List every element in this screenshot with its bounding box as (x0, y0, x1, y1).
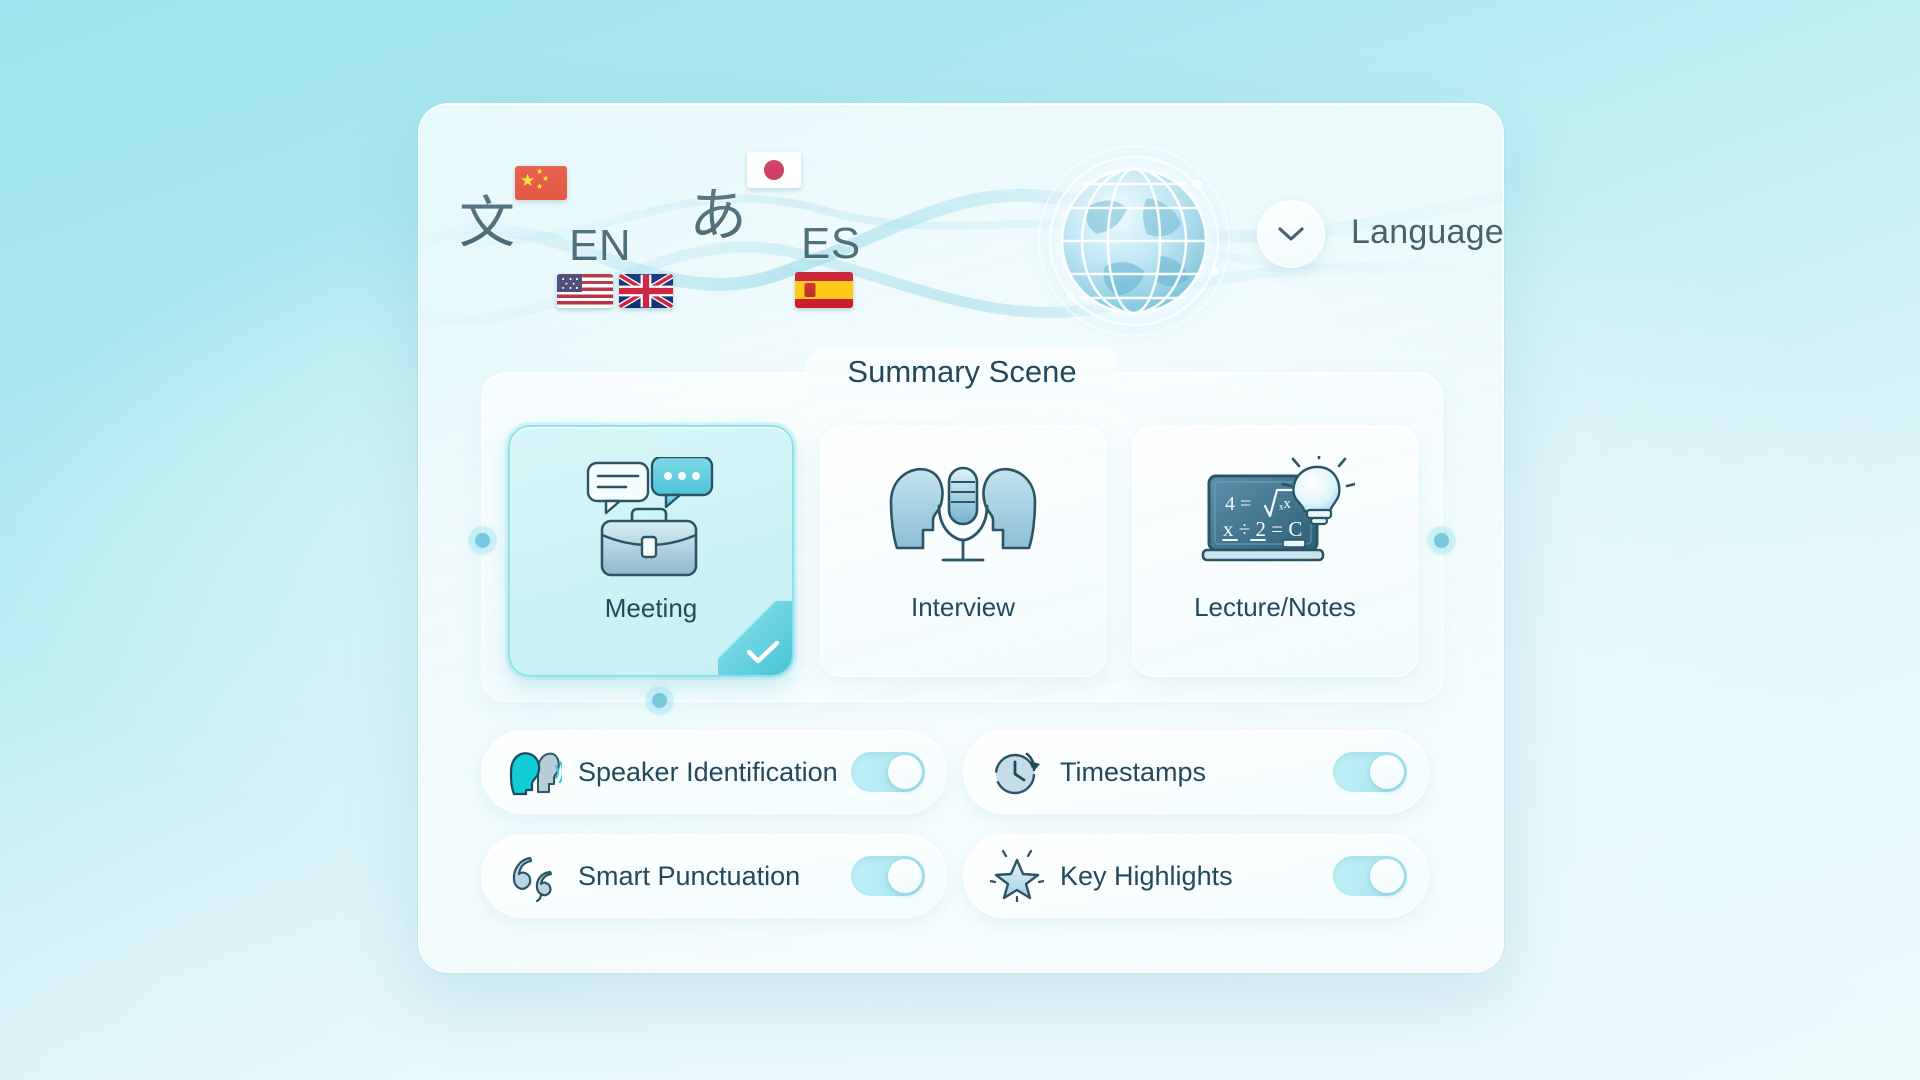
summary-scene-title: Summary Scene (847, 354, 1077, 389)
flag-united-kingdom (619, 274, 673, 308)
option-label: Smart Punctuation (578, 860, 801, 891)
language-token-chinese: 文 (459, 196, 515, 252)
language-token-japanese: あ (689, 186, 747, 244)
star-glyph: ★ (536, 182, 544, 191)
toggle-knob (888, 859, 922, 893)
language-glyph-japanese: あ (689, 181, 748, 249)
language-token-spanish: ES (801, 222, 861, 266)
svg-text:ₓx: ₓx (1279, 496, 1291, 512)
union-jack-art (619, 274, 673, 308)
scene-card-label: Meeting (604, 593, 698, 623)
language-code-spanish: ES (801, 219, 861, 268)
language-hero: 文 ★ ★ ★ ★ EN (419, 104, 1504, 366)
language-code-english: EN (569, 221, 632, 270)
star-glyph: ★ (536, 167, 544, 176)
option-label: Key Highlights (1060, 860, 1233, 891)
flag-spain (795, 272, 853, 308)
star-glyph: ★ (520, 171, 536, 190)
flag-united-states (557, 274, 613, 308)
svg-text:x ÷ 2 = C: x ÷ 2 = C (1223, 517, 1302, 541)
scene-card-meeting[interactable]: Meeting (508, 425, 794, 677)
toggle-knob (1370, 755, 1404, 789)
speaker-heads-icon (508, 745, 562, 799)
settings-panel: 文 ★ ★ ★ ★ EN (418, 103, 1504, 973)
scene-card-label: Lecture/Notes (1194, 592, 1356, 622)
language-glyph-chinese: 文 (459, 191, 515, 256)
microphone-two-heads-icon (883, 456, 1043, 580)
language-token-english: EN (569, 224, 631, 268)
svg-text:4 =: 4 = (1225, 493, 1251, 515)
star-glyph: ★ (542, 174, 550, 183)
clock-history-icon (990, 745, 1044, 799)
globe-icon (1019, 126, 1249, 356)
scene-card-interview[interactable]: Interview (820, 425, 1106, 677)
connector-dot-right (1434, 533, 1449, 548)
connector-dot-left (475, 533, 490, 548)
chevron-down-icon (1278, 227, 1304, 241)
briefcase-chat-icon (576, 457, 726, 581)
sun-disc (764, 160, 784, 180)
toggle-knob (1370, 859, 1404, 893)
option-label: Timestamps (1060, 756, 1207, 787)
quotation-marks-icon (508, 849, 562, 903)
option-row-key-highlights[interactable]: Key Highlights (963, 834, 1429, 918)
selected-check-badge (718, 601, 792, 675)
scene-card-label: Interview (910, 592, 1016, 622)
option-row-timestamps[interactable]: Timestamps (963, 730, 1429, 814)
options-grid: Speaker Identification Timestamps (481, 730, 1443, 918)
connector-dot-bottom (652, 693, 667, 708)
blackboard-lightbulb-icon: 4 = ₓx x ÷ 2 = C (1195, 456, 1355, 580)
option-toggle-smart-punctuation[interactable] (850, 855, 926, 897)
toggle-knob (888, 755, 922, 789)
flag-japan (747, 152, 801, 188)
option-label: Speaker Identification (578, 756, 838, 787)
summary-scene-title-container: Summary Scene (806, 347, 1118, 400)
coat-of-arms (804, 283, 816, 297)
option-row-speaker-identification[interactable]: Speaker Identification (481, 730, 947, 814)
sparkle-star-icon (990, 849, 1044, 903)
canton (557, 274, 582, 293)
option-toggle-speaker-identification[interactable] (850, 751, 926, 793)
option-row-smart-punctuation[interactable]: Smart Punctuation (481, 834, 947, 918)
flag-china: ★ ★ ★ ★ (515, 166, 567, 200)
scene-card-lecture-notes[interactable]: 4 = ₓx x ÷ 2 = C (1132, 425, 1418, 677)
language-label: Language (1351, 213, 1504, 251)
language-dropdown-button[interactable] (1257, 200, 1325, 268)
check-icon (746, 640, 780, 664)
option-toggle-key-highlights[interactable] (1332, 855, 1408, 897)
summary-scene-group: Summary Scene (475, 347, 1449, 708)
scene-cards-row: Meeting (508, 425, 1418, 677)
language-token-cluster: 文 ★ ★ ★ ★ EN (459, 144, 1059, 324)
option-toggle-timestamps[interactable] (1332, 751, 1408, 793)
